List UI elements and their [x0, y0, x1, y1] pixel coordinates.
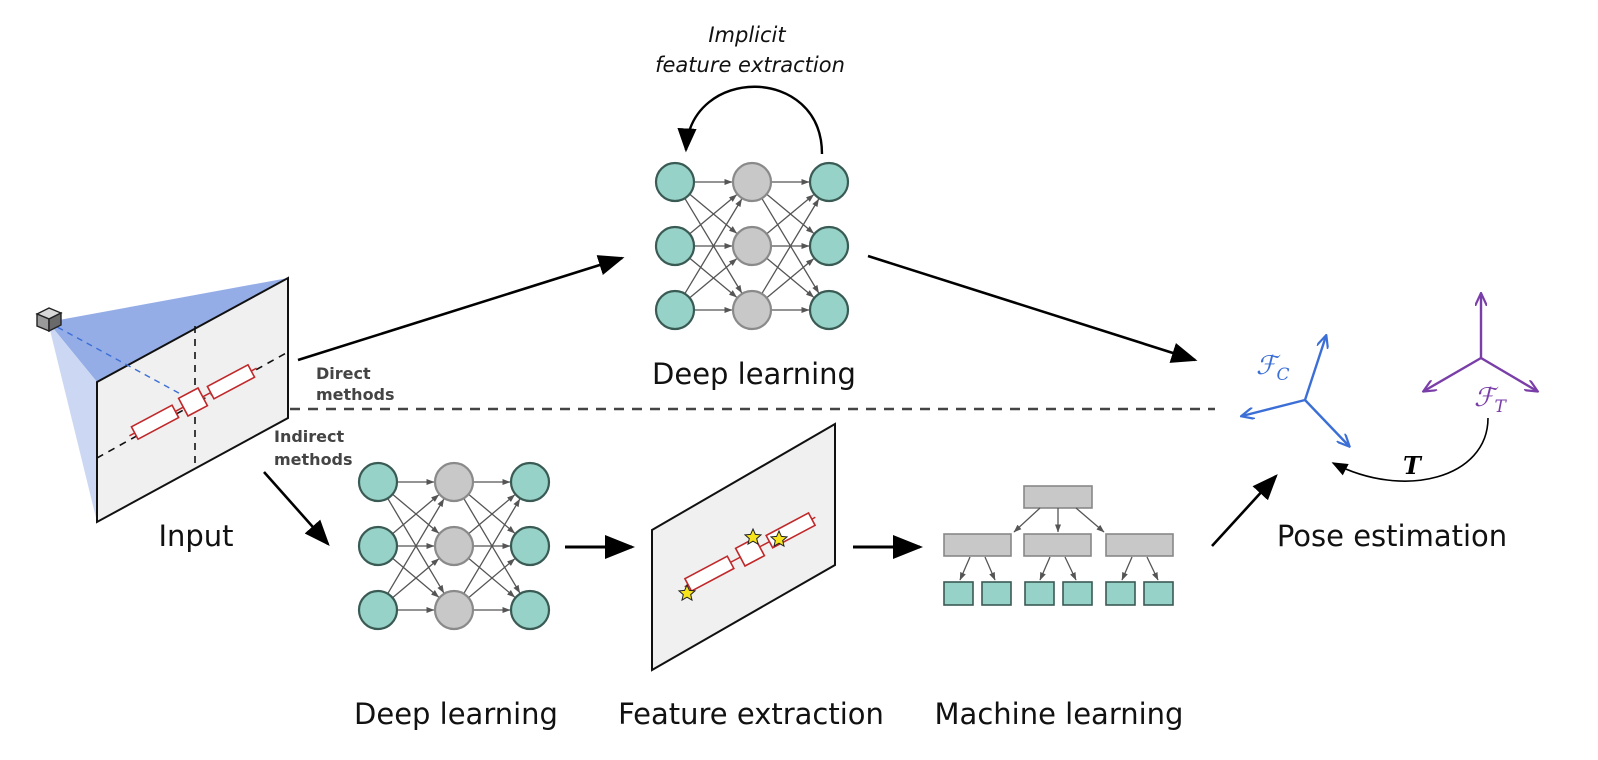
nn-direct-hidden-node	[731, 161, 773, 203]
camera-frame-axes	[1242, 336, 1349, 446]
nn-direct-edge	[684, 198, 743, 295]
input-label: Input	[158, 519, 233, 553]
nn-indirect-edge	[392, 558, 440, 599]
nn-indirect-edge	[392, 494, 440, 535]
nn-direct-edge	[689, 258, 738, 299]
nn-direct-io-node	[808, 289, 850, 331]
nn-indirect-hidden-node	[433, 461, 475, 503]
machine-learning-label: Machine learning	[935, 697, 1184, 731]
nn-indirect-edge	[463, 498, 521, 594]
nn-indirect-io-node	[357, 589, 399, 631]
deep-learning-direct-label: Deep learning	[652, 357, 856, 391]
satellite-input	[129, 363, 257, 441]
tree-root-node	[1023, 485, 1093, 509]
nn-indirect-io-node	[509, 461, 551, 503]
nn-direct-io-node	[654, 289, 696, 331]
machine-learning-tree: Machine learning	[935, 485, 1184, 731]
nn-direct-io-node	[654, 225, 696, 267]
target-frame-label: ℱT	[1474, 383, 1507, 417]
nn-indirect-edge	[468, 494, 516, 535]
nn-indirect-hidden-node	[433, 589, 475, 631]
nn-indirect-io-node	[509, 589, 551, 631]
nn-direct-edge	[761, 198, 820, 295]
camera-icon	[35, 307, 63, 333]
nn-indirect-io-node	[357, 461, 399, 503]
implicit-label-2: feature extraction	[655, 53, 845, 77]
neural-network-indirect	[357, 461, 551, 631]
feature-extraction-label: Feature extraction	[618, 697, 884, 731]
nn-indirect-edge	[468, 558, 516, 599]
arrow-input-to-indirect	[263, 471, 330, 546]
camera-frame-subscript: C	[1276, 365, 1289, 385]
nn-direct-io-node	[654, 161, 696, 203]
keypoint-star-1	[677, 583, 697, 602]
target-frame-subscript: T	[1494, 397, 1507, 417]
implicit-label-1: Implicit	[708, 23, 786, 47]
nn-direct-hidden-node	[731, 225, 773, 267]
tree-leaf-1	[943, 581, 974, 606]
nn-direct-hidden-node	[731, 289, 773, 331]
arrow-direct-to-pose	[867, 254, 1198, 363]
direct-methods-label-1: Direct	[316, 364, 371, 383]
implicit-loop-arrow	[677, 85, 824, 155]
indirect-methods-label-2: methods	[274, 450, 353, 469]
tree-leaf-4	[1062, 581, 1093, 606]
target-frame-axes	[1424, 294, 1537, 391]
pose-estimation: ℱC ℱT T Pose estimation	[1242, 294, 1537, 553]
nn-indirect-io-node	[509, 525, 551, 567]
tree-leaf-2	[981, 581, 1012, 606]
nn-direct-io-node	[808, 225, 850, 267]
camera-frustum-side	[48, 322, 97, 522]
nn-indirect-io-node	[357, 525, 399, 567]
feature-extraction-panel: Feature extraction	[618, 422, 884, 731]
direct-methods-label-2: methods	[316, 385, 395, 404]
arrow-input-to-direct	[297, 255, 625, 362]
transform-label: T	[1403, 451, 1423, 480]
nn-direct-edge	[766, 258, 815, 299]
tree-mid-node-2	[1023, 533, 1092, 557]
optical-axis	[47, 321, 189, 399]
camera-frame-label: ℱC	[1256, 351, 1289, 385]
indirect-methods-label-1: Indirect	[274, 427, 345, 446]
pose-estimation-label: Pose estimation	[1277, 519, 1507, 553]
nn-indirect-edge	[387, 498, 445, 594]
camera-frustum-top	[48, 278, 288, 382]
tree-leaf-5	[1105, 581, 1136, 606]
tree-mid-node-1	[943, 533, 1012, 557]
nn-direct-edge	[689, 194, 738, 235]
arrow-ml-to-pose	[1211, 474, 1278, 547]
input-panel: Input	[35, 276, 289, 553]
tree-mid-node-3	[1105, 533, 1174, 557]
tree-leaf-3	[1024, 581, 1055, 606]
nn-direct-io-node	[808, 161, 850, 203]
nn-direct-edge	[766, 194, 815, 235]
neural-network-direct	[654, 161, 850, 331]
transform-arrow	[1331, 417, 1489, 482]
keypoint-star-2	[743, 527, 763, 546]
tree-leaf-6	[1143, 581, 1174, 606]
keypoint-star-3	[769, 529, 789, 548]
deep-learning-indirect-label: Deep learning	[354, 697, 558, 731]
satellite-feature	[683, 511, 817, 593]
nn-indirect-hidden-node	[433, 525, 475, 567]
